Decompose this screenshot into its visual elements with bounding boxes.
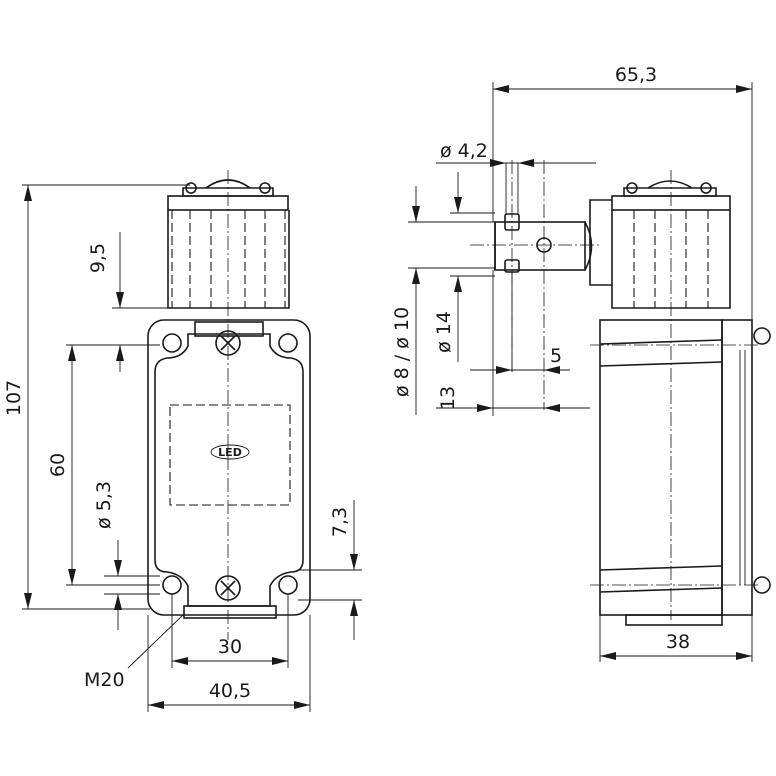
dim-bottom-offset: 7,3 bbox=[329, 507, 351, 537]
front-dimensions: 107 9,5 60 ø 5,3 bbox=[3, 184, 362, 712]
led-label: LED bbox=[218, 446, 242, 459]
dim-overall-depth: 65,3 bbox=[615, 64, 657, 86]
dim-conduit-thread: M20 bbox=[84, 669, 125, 691]
screw-top bbox=[215, 330, 241, 356]
screw-bottom bbox=[215, 575, 241, 601]
side-body bbox=[590, 319, 771, 626]
dim-body-depth: 38 bbox=[666, 631, 690, 653]
front-body: LED bbox=[147, 319, 311, 619]
dim-roller-offset: 13 bbox=[437, 386, 459, 410]
front-view: LED 107 9,5 60 bbox=[3, 170, 362, 712]
dim-roller-width: 5 bbox=[550, 345, 562, 367]
side-roller-lever bbox=[470, 160, 612, 410]
dim-hole-spacing-horizontal: 30 bbox=[218, 636, 242, 658]
dim-height-plunger: 9,5 bbox=[87, 243, 109, 273]
dim-roller-pin-diameter: ø 4,2 bbox=[440, 140, 488, 162]
front-head bbox=[167, 170, 290, 640]
dim-body-width: 40,5 bbox=[209, 680, 251, 702]
dim-roller-diameter: ø 8 / ø 10 bbox=[391, 307, 413, 397]
side-head bbox=[611, 170, 731, 620]
dim-shaft-diameter: ø 14 bbox=[433, 311, 455, 353]
led-icon: LED bbox=[210, 444, 250, 460]
dim-height-total: 107 bbox=[3, 380, 25, 416]
side-view: 65,3 ø 4,2 ø 8 / ø 10 ø 14 bbox=[391, 64, 771, 662]
dim-hole-diameter: ø 5,3 bbox=[93, 481, 115, 529]
side-dimensions: 65,3 ø 4,2 ø 8 / ø 10 ø 14 bbox=[391, 64, 753, 662]
dim-hole-spacing-vertical: 60 bbox=[47, 453, 69, 477]
